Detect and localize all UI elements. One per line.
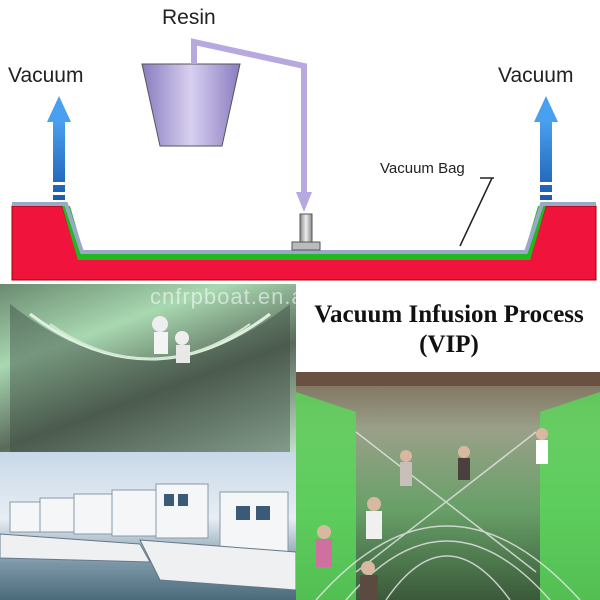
resin-label: Resin	[162, 6, 216, 30]
finished-boats-photo	[0, 452, 296, 600]
vacuum-right-label: Vacuum	[498, 64, 573, 88]
vacuum-arrow-left	[47, 96, 71, 200]
title-line-2: (VIP)	[298, 330, 600, 360]
title-line-1: Vacuum Infusion Process	[298, 300, 600, 330]
vip-diagram	[0, 0, 600, 284]
vacuum-bag-leader	[460, 178, 492, 246]
process-title: Vacuum Infusion Process (VIP)	[298, 300, 600, 360]
infusion-setup-photo	[296, 372, 600, 600]
vacuum-arrow-right	[534, 96, 558, 200]
resin-pot	[142, 64, 240, 146]
resin-inlet-port	[300, 214, 312, 244]
vacuum-bag-label: Vacuum Bag	[380, 160, 465, 177]
vacuum-left-label: Vacuum	[8, 64, 83, 88]
